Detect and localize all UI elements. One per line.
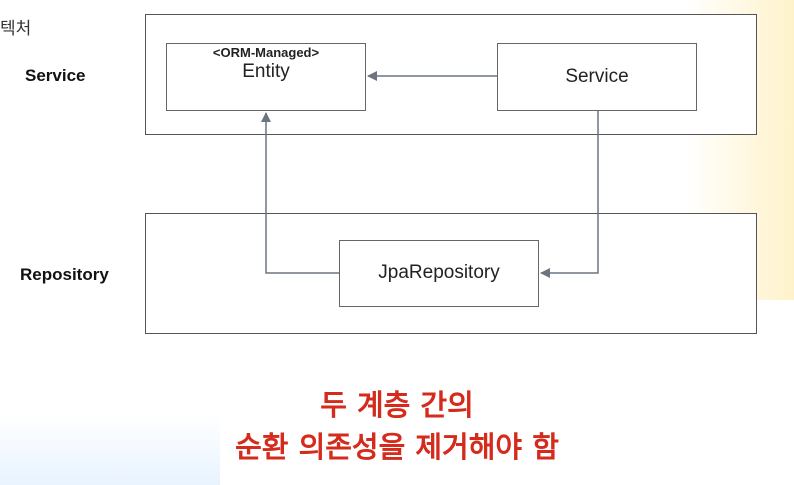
service-box: Service bbox=[497, 43, 697, 111]
service-to-repository-arrow bbox=[540, 111, 599, 278]
service-layer-label: Service bbox=[25, 66, 86, 85]
caption-line-2: 순환 의존성을 제거해야 함 bbox=[235, 430, 559, 464]
repository-layer-label: Repository bbox=[20, 265, 109, 284]
jpa-repository-name: JpaRepository bbox=[378, 262, 500, 283]
cropped-title-text: 텍처 bbox=[0, 19, 32, 39]
entity-name: Entity bbox=[242, 61, 290, 82]
service-name: Service bbox=[565, 66, 629, 87]
jpa-repository-box: JpaRepository bbox=[339, 240, 539, 307]
entity-box: <ORM-Managed> Entity bbox=[166, 43, 366, 111]
repository-to-entity-arrow bbox=[261, 112, 339, 274]
caption-line-1: 두 계층 간의 bbox=[320, 388, 474, 422]
orm-managed-stereotype: <ORM-Managed> bbox=[212, 45, 320, 60]
